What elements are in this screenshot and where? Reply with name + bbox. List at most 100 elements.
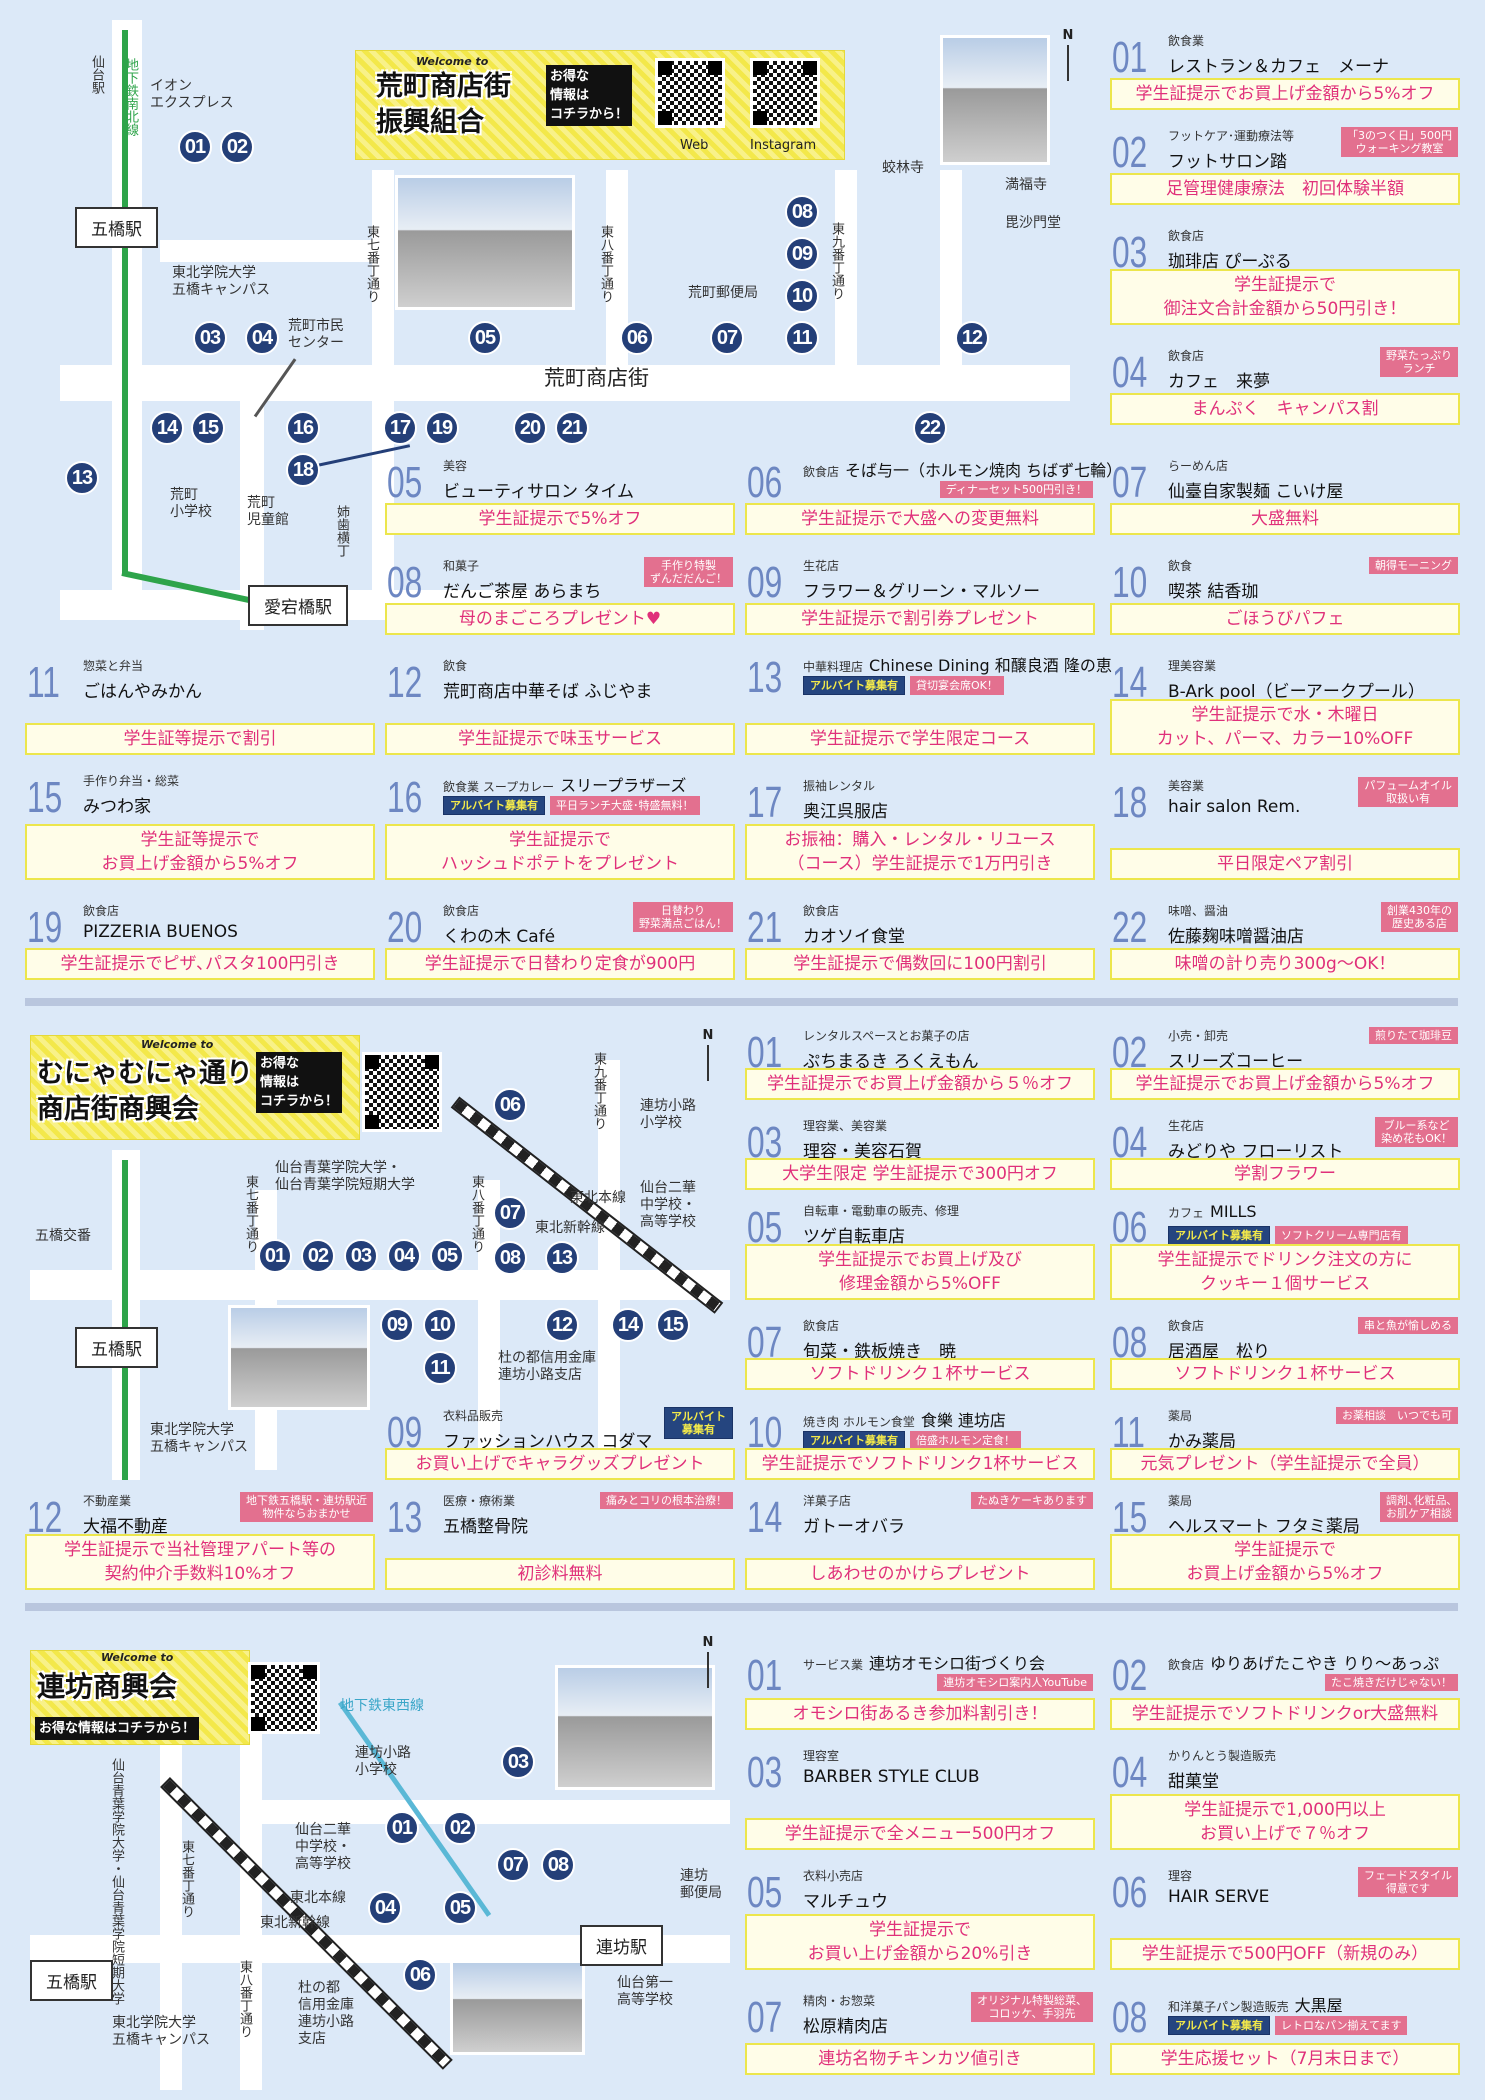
map-pin[interactable]: 01 bbox=[385, 1811, 419, 1845]
map-pin[interactable]: 04 bbox=[387, 1239, 421, 1273]
map-pin[interactable]: 13 bbox=[545, 1241, 579, 1275]
map-pin[interactable]: 05 bbox=[468, 321, 502, 355]
map-pin[interactable]: 14 bbox=[611, 1308, 645, 1342]
map-pin[interactable]: 02 bbox=[220, 130, 254, 164]
map-pin[interactable]: 19 bbox=[425, 411, 459, 445]
qr-code[interactable] bbox=[750, 58, 820, 128]
map-pin[interactable]: 11 bbox=[785, 321, 819, 355]
map-pin[interactable]: 06 bbox=[620, 321, 654, 355]
map-pin[interactable]: 18 bbox=[286, 453, 320, 487]
map-pin[interactable]: 04 bbox=[368, 1891, 402, 1925]
map-pin[interactable]: 02 bbox=[443, 1811, 477, 1845]
map-pin[interactable]: 12 bbox=[955, 321, 989, 355]
map-pin[interactable]: 05 bbox=[443, 1891, 477, 1925]
map-pin[interactable]: 12 bbox=[545, 1308, 579, 1342]
map-pin[interactable]: 21 bbox=[555, 411, 589, 445]
map-pin[interactable]: 15 bbox=[656, 1308, 690, 1342]
map-pin[interactable]: 06 bbox=[403, 1958, 437, 1992]
map-pin[interactable]: 01 bbox=[258, 1239, 292, 1273]
map-pin[interactable]: 17 bbox=[383, 411, 417, 445]
map-pin[interactable]: 20 bbox=[513, 411, 547, 445]
map-pin[interactable]: 22 bbox=[913, 411, 947, 445]
qr-code[interactable] bbox=[362, 1052, 442, 1132]
map-pin[interactable]: 02 bbox=[301, 1239, 335, 1273]
map-pin[interactable]: 13 bbox=[65, 461, 99, 495]
map-pin[interactable]: 03 bbox=[344, 1239, 378, 1273]
shop-number: 04 bbox=[1112, 348, 1148, 397]
map-pin[interactable]: 08 bbox=[541, 1848, 575, 1882]
map-pin[interactable]: 07 bbox=[710, 321, 744, 355]
map-pin[interactable]: 10 bbox=[785, 279, 819, 313]
map-pin[interactable]: 04 bbox=[245, 321, 279, 355]
shop-category-text: 薬局 bbox=[1168, 1494, 1193, 1508]
qr-code[interactable] bbox=[248, 1662, 320, 1734]
map-pin[interactable]: 05 bbox=[430, 1239, 464, 1273]
map-pin[interactable]: 08 bbox=[785, 195, 819, 229]
map-pin[interactable]: 09 bbox=[380, 1308, 414, 1342]
map-pin[interactable]: 15 bbox=[191, 411, 225, 445]
map-pin[interactable]: 11 bbox=[423, 1351, 457, 1385]
map-pin[interactable]: 07 bbox=[493, 1196, 527, 1230]
map-pin[interactable]: 10 bbox=[423, 1308, 457, 1342]
qr-code[interactable] bbox=[655, 58, 725, 128]
map-pin[interactable]: 09 bbox=[785, 237, 819, 271]
map-pin[interactable]: 03 bbox=[501, 1745, 535, 1779]
map-pin[interactable]: 03 bbox=[193, 321, 227, 355]
map-pin[interactable]: 01 bbox=[178, 130, 212, 164]
student-offer: 大盛無料 bbox=[1110, 503, 1460, 535]
shop-number: 14 bbox=[747, 1493, 783, 1542]
map-pin[interactable]: 06 bbox=[493, 1088, 527, 1122]
map-pin[interactable]: 08 bbox=[493, 1241, 527, 1275]
map-pin[interactable]: 16 bbox=[286, 411, 320, 445]
map-pin[interactable]: 07 bbox=[496, 1848, 530, 1882]
map-pin[interactable]: 14 bbox=[150, 411, 184, 445]
